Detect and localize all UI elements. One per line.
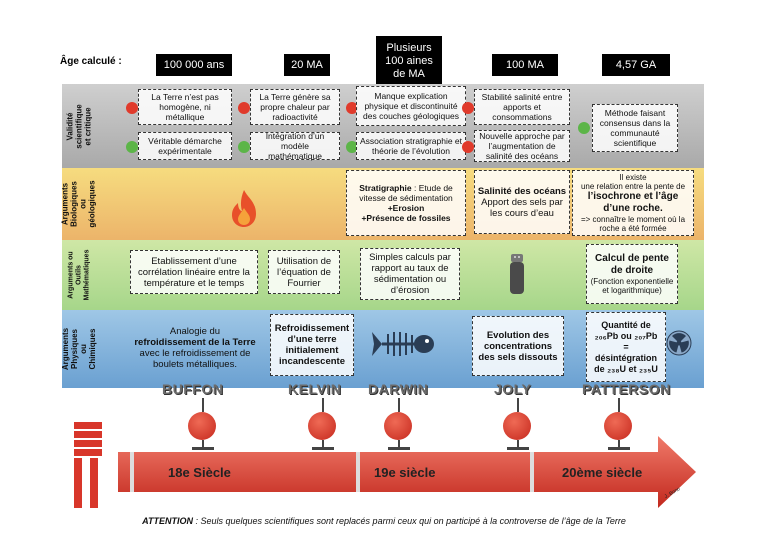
salt-shaker-icon	[508, 252, 526, 296]
globe-stem	[517, 440, 519, 448]
age-darwin: Plusieurs 100 aines de MA	[376, 36, 442, 86]
scientist-kelvin: KELVIN	[288, 381, 342, 397]
age-label: Âge calculé :	[60, 56, 122, 67]
globe-base	[608, 447, 630, 450]
books-icon	[72, 422, 104, 508]
positive-dot-icon	[238, 141, 250, 153]
row-label-physiques: Arguments Physiques ou Chimiques	[61, 327, 98, 371]
validite-darwin-negative: Manque explication physique et discontin…	[356, 86, 466, 126]
globe-stem	[618, 398, 620, 412]
radioactive-icon	[666, 330, 692, 356]
scientist-joly: JOLY	[494, 381, 532, 397]
phys-patterson: Quantité de ₂₀₆Pb ou ₂₀₇Pb = désintégrat…	[586, 312, 666, 382]
globe-base	[388, 447, 410, 450]
phys-joly: Evolution des concentrations des sels di…	[472, 316, 564, 376]
timeline-arrow	[118, 434, 698, 510]
globe-stem	[398, 398, 400, 412]
footer-note: ATTENTION : Seuls quelques scientifiques…	[142, 516, 626, 526]
century-19: 19e siècle	[374, 465, 436, 480]
globe-stem	[322, 398, 324, 412]
bio-joly: Salinité des océans Apport des sels par …	[474, 170, 570, 234]
globe-stem	[517, 398, 519, 412]
negative-dot-icon	[126, 102, 138, 114]
validite-darwin-positive: Association stratigraphie et théorie de …	[356, 132, 466, 160]
validite-joly-negative: Stabilité salinité entre apports et cons…	[474, 89, 570, 125]
negative-dot-icon	[462, 102, 474, 114]
century-20: 20ème siècle	[562, 465, 643, 480]
globe-base	[192, 447, 214, 450]
validite-kelvin-positive: Intégration d’un modèle mathématique	[250, 131, 340, 161]
globe-stem	[202, 398, 204, 412]
phys-kelvin: Refroidissement d’une terre initialement…	[270, 314, 354, 376]
age-patterson: 4,57 GA	[602, 54, 670, 76]
globe-stem	[618, 440, 620, 448]
negative-dot-icon	[238, 102, 250, 114]
math-buffon: Etablissement d’une corrélation linéaire…	[130, 250, 258, 294]
row-label-validite: Validité scientifique et critique	[65, 103, 93, 149]
row-label-mathematiques: Arguments ou Outils Mathématiques	[67, 249, 90, 301]
globe-icon	[188, 412, 216, 440]
scientist-patterson: PATTERSON	[582, 381, 671, 397]
globe-base	[507, 447, 529, 450]
age-joly: 100 MA	[492, 54, 558, 76]
globe-icon	[384, 412, 412, 440]
age-kelvin: 20 MA	[284, 54, 330, 76]
validite-joly-positive: Nouvelle approche par l’augmentation de …	[474, 130, 570, 162]
globe-icon	[503, 412, 531, 440]
fish-skeleton-icon	[370, 328, 436, 360]
validite-patterson-positive: Méthode faisant consensus dans la commun…	[592, 104, 678, 152]
globe-stem	[398, 440, 400, 448]
bio-patterson: Il existe une relation entre la pente de…	[572, 170, 694, 236]
scientist-darwin: DARWIN	[368, 381, 429, 397]
phys-buffon: Analogie du refroidissement de la Terre …	[134, 326, 256, 370]
validite-buffon-negative: La Terre n’est pas homogène, ni métalliq…	[138, 89, 232, 125]
century-18: 18e Siècle	[168, 465, 231, 480]
row-label-biologiques: Arguments Biologiques ou géologiques	[61, 180, 97, 228]
negative-dot-icon	[346, 102, 358, 114]
fire-icon	[226, 188, 262, 228]
validite-buffon-positive: Véritable démarche expérimentale	[138, 132, 232, 160]
globe-base	[312, 447, 334, 450]
bio-darwin: Stratigraphie : Etude de vitesse de sédi…	[346, 170, 466, 236]
math-darwin: Simples calculs par rapport au taux de s…	[360, 248, 460, 300]
globe-icon	[308, 412, 336, 440]
positive-dot-icon	[126, 141, 138, 153]
math-patterson: Calcul de pente de droite (Fonction expo…	[586, 244, 678, 304]
negative-dot-icon	[462, 141, 474, 153]
age-buffon: 100 000 ans	[156, 54, 232, 76]
globe-stem	[202, 440, 204, 448]
scientist-buffon: BUFFON	[162, 381, 224, 397]
globe-icon	[604, 412, 632, 440]
math-kelvin: Utilisation de l’équation de Fourrier	[268, 250, 340, 294]
validite-kelvin-negative: La Terre génère sa propre chaleur par ra…	[250, 89, 340, 125]
positive-dot-icon	[578, 122, 590, 134]
globe-stem	[322, 440, 324, 448]
positive-dot-icon	[346, 141, 358, 153]
